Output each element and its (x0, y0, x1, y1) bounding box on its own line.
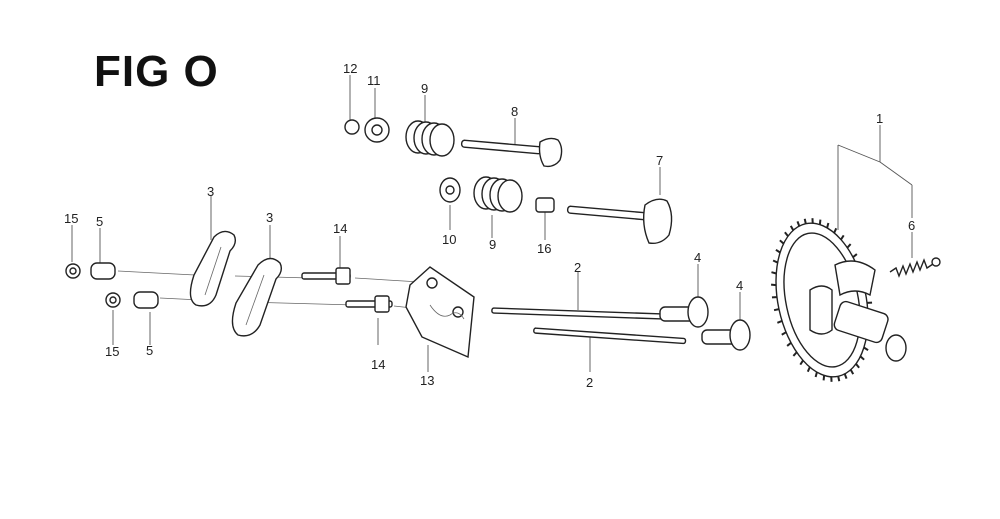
pivot-bolt-upper (301, 267, 351, 285)
pivot-lower (133, 291, 159, 309)
pivot-upper (90, 262, 116, 280)
gear-tooth (796, 221, 801, 227)
gear-tooth (771, 271, 777, 275)
gear-tooth (840, 234, 845, 241)
gear-tooth (852, 253, 858, 258)
gear-tooth (784, 231, 789, 237)
gear-tooth (859, 355, 865, 361)
callout-3-right: 3 (266, 210, 273, 225)
callout-10: 10 (442, 232, 456, 247)
gear-tooth (843, 373, 848, 379)
callout-14-lower: 14 (371, 357, 385, 372)
gear-tooth (833, 227, 838, 234)
callout-2-upper: 2 (574, 260, 581, 275)
gear-tooth (792, 351, 798, 357)
spring-retainer-lower (439, 177, 461, 203)
gear-tooth (863, 346, 869, 352)
tappet-upper (659, 296, 709, 328)
camshaft-gear (770, 218, 907, 382)
valve-spring-lower (473, 176, 523, 213)
callout-16: 16 (537, 241, 551, 256)
callout-15-upper: 15 (64, 211, 78, 226)
gear-tooth (799, 359, 804, 366)
rocker-arm-right (231, 257, 283, 337)
gear-tooth (786, 342, 792, 347)
gear-tooth (775, 248, 781, 254)
gear-tooth (803, 218, 807, 224)
rocker-arm-left (189, 230, 237, 307)
gear-tooth (770, 283, 777, 287)
callout-13: 13 (420, 373, 434, 388)
figure-title: FIG O (94, 47, 219, 96)
nut-upper (65, 263, 81, 279)
callout-14-upper: 14 (333, 221, 347, 236)
valve-spring-upper (405, 120, 455, 157)
gear-tooth (772, 259, 779, 264)
valve-rotator (535, 197, 555, 213)
gear-tooth (814, 371, 818, 378)
gear-tooth (837, 376, 841, 382)
decompressor-spring (889, 257, 941, 278)
push-rod-guide-plate (405, 266, 475, 359)
tappet-lower (701, 319, 751, 351)
callout-1: 1 (876, 111, 883, 126)
gear-tooth (781, 331, 787, 336)
callout-6: 6 (908, 218, 915, 233)
gear-tooth (777, 320, 783, 324)
intake-valve (566, 198, 673, 245)
gear-tooth (822, 375, 826, 381)
gear-tooth (826, 222, 830, 229)
gear-tooth (855, 363, 860, 369)
callout-9-upper: 9 (421, 81, 428, 96)
callout-3-left: 3 (207, 184, 214, 199)
gear-tooth (779, 239, 785, 245)
callout-8: 8 (511, 104, 518, 119)
callout-12: 12 (343, 61, 357, 76)
callout-7: 7 (656, 153, 663, 168)
nut-lower (105, 292, 121, 308)
callout-5-lower: 5 (146, 343, 153, 358)
pivot-bolt-lower (345, 295, 393, 313)
callout-15-lower: 15 (105, 344, 119, 359)
callout-11: 11 (367, 73, 381, 88)
gear-tooth (818, 219, 822, 225)
leader-lines (71, 75, 913, 372)
callout-2-lower: 2 (586, 375, 593, 390)
gear-tooth (773, 308, 780, 312)
exhaust-valve (460, 137, 563, 168)
gear-tooth (849, 369, 855, 375)
valve-cotter (344, 119, 360, 135)
spring-retainer-upper (364, 117, 390, 143)
push-rod-lower (533, 327, 687, 345)
callout-9-lower: 9 (489, 237, 496, 252)
gear-tooth (789, 225, 795, 231)
callout-5-upper: 5 (96, 214, 103, 229)
callout-labels: 12 11 9 8 7 1 6 10 9 16 3 3 15 5 14 15 5… (64, 61, 915, 390)
callout-4-upper: 4 (694, 250, 701, 265)
gear-tooth (806, 366, 811, 373)
callout-4-lower: 4 (736, 278, 743, 293)
gear-tooth (846, 243, 852, 249)
push-rod-upper (491, 307, 669, 320)
